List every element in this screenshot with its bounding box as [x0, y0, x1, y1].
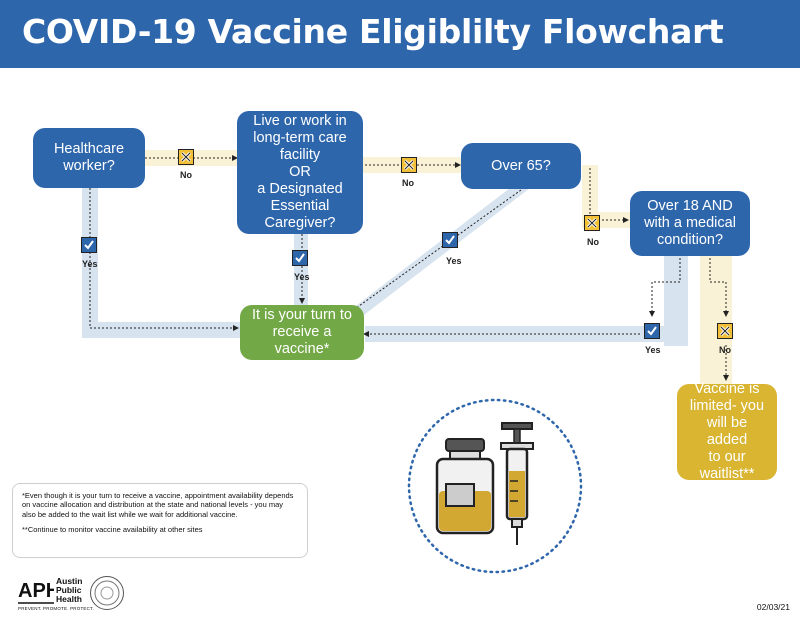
no-label: No: [180, 170, 192, 180]
footnote-box: *Even though it is your turn to receive …: [12, 483, 308, 558]
yes-check-icon: [292, 250, 308, 266]
header-banner: COVID-19 Vaccine Eligiblilty Flowchart: [0, 0, 800, 68]
no-label: No: [587, 237, 599, 247]
yes-label: Yes: [82, 259, 98, 269]
yes-label: Yes: [645, 345, 661, 355]
footnote-1: *Even though it is your turn to receive …: [22, 491, 294, 519]
city-seal-icon: [90, 576, 124, 610]
no-x-icon: [717, 323, 733, 339]
svg-text:APH: APH: [18, 580, 54, 602]
footnote-2: **Continue to monitor vaccine availabili…: [22, 525, 203, 535]
yes-label: Yes: [294, 272, 310, 282]
tagline: PREVENT. PROMOTE. PROTECT.: [18, 606, 94, 611]
yes-check-icon: [644, 323, 660, 339]
yes-check-icon: [81, 237, 97, 253]
syringe-icon: [500, 422, 534, 545]
page-title: COVID-19 Vaccine Eligiblilty Flowchart: [22, 12, 724, 51]
no-x-icon: [178, 149, 194, 165]
vaccine-illustration: [407, 398, 583, 574]
no-x-icon: [584, 215, 600, 231]
no-label: No: [402, 178, 414, 188]
aph-logo: APH: [18, 580, 54, 604]
organization-name: Austin Public Health: [56, 576, 83, 604]
arrow-lines: [89, 155, 729, 381]
no-label: No: [719, 345, 731, 355]
over-65-node: Over 65?: [461, 143, 581, 189]
vial-icon: [435, 438, 495, 535]
yes-check-icon: [442, 232, 458, 248]
no-x-icon: [401, 157, 417, 173]
yes-label: Yes: [446, 256, 462, 266]
date-stamp: 02/03/21: [756, 602, 790, 612]
